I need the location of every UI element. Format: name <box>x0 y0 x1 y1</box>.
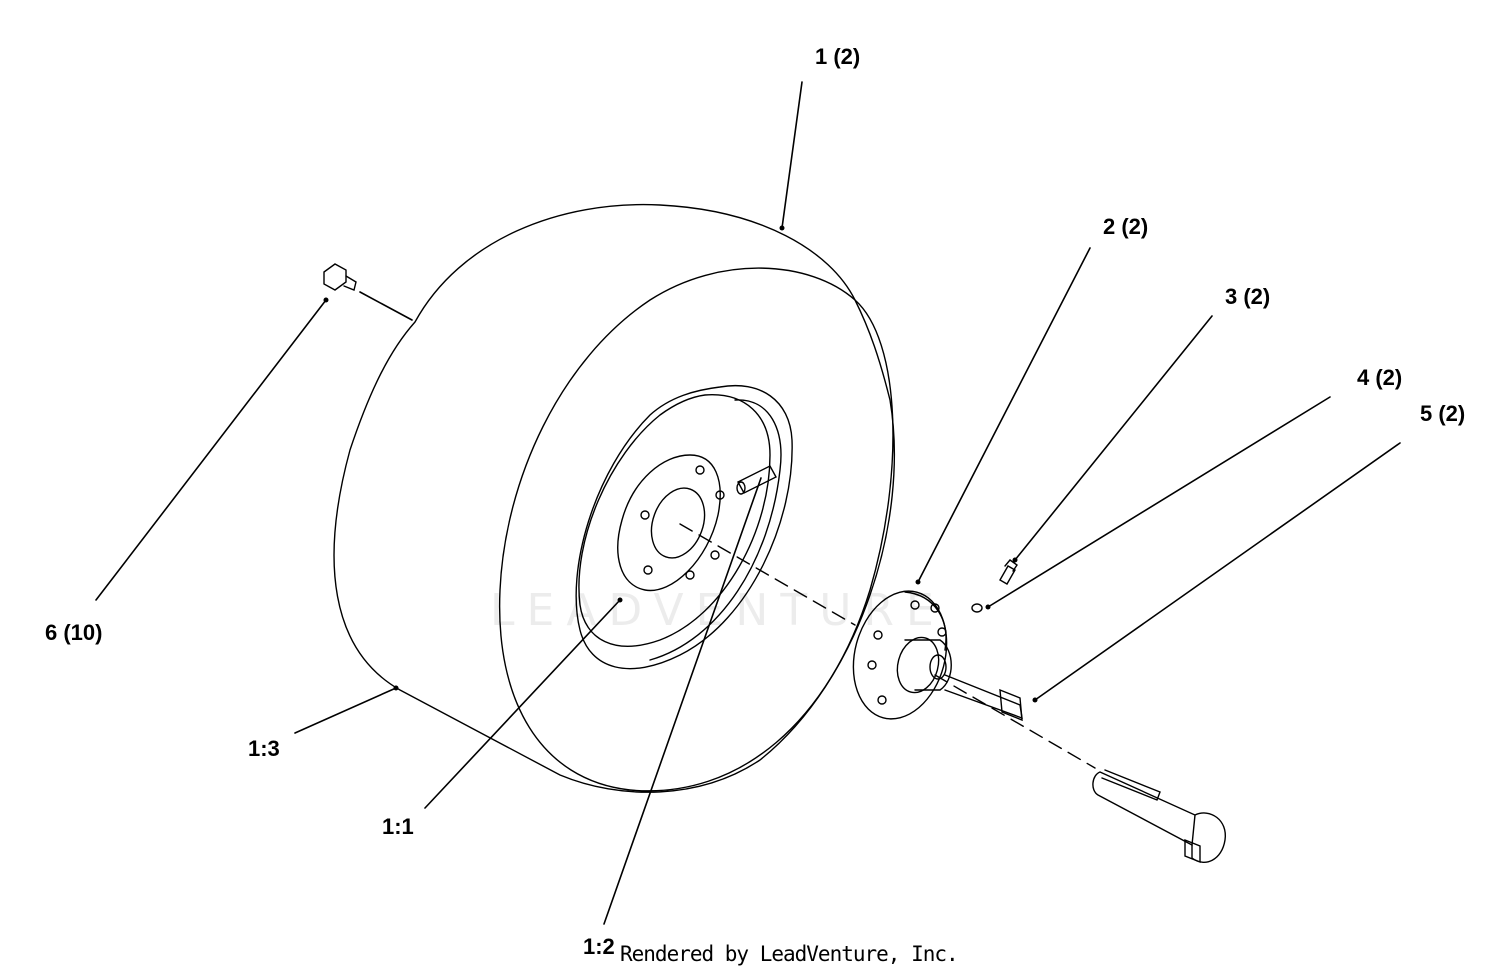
screw-drawing <box>999 559 1018 585</box>
callout-5: 5 (2) <box>1420 401 1466 426</box>
washer-drawing <box>971 603 983 613</box>
leader-dots <box>323 225 1038 703</box>
render-credit: Rendered by LeadVenture, Inc. <box>620 942 959 966</box>
callout-3: 3 (2) <box>1225 284 1271 309</box>
tire-drawing <box>333 203 896 793</box>
valve-stem-drawing <box>736 465 777 495</box>
callout-2: 2 (2) <box>1103 214 1149 239</box>
leader-lines <box>95 81 1401 925</box>
callout-1-1: 1:1 <box>382 814 414 839</box>
watermark: LEADVENTURE <box>490 585 946 636</box>
callout-6: 6 (10) <box>45 620 103 645</box>
callout-1-3: 1:3 <box>248 736 280 761</box>
bolt-drawing <box>323 263 357 291</box>
callout-1-2: 1:2 <box>583 934 615 959</box>
centerline <box>679 523 1096 769</box>
axle-drawing <box>944 674 1023 722</box>
callout-1: 1 (2) <box>815 44 861 69</box>
rim-drawing <box>575 385 793 670</box>
hub-drawing <box>852 590 952 720</box>
callout-4: 4 (2) <box>1357 365 1403 390</box>
pin-drawing <box>1092 769 1226 864</box>
